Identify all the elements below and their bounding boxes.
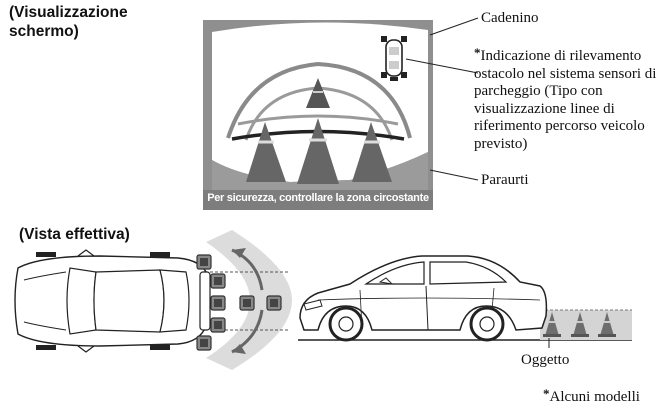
cone-image-left xyxy=(246,122,286,182)
warning-banner-text: Per sicurezza, controllare la zona circo… xyxy=(207,192,429,204)
label-cadenino: Cadenino xyxy=(481,10,539,26)
cone-image-right xyxy=(352,122,392,182)
cone-image-center xyxy=(297,118,339,184)
label-obstacle-indicator: *Indicazione di rilevamento ostacolo nel… xyxy=(474,44,659,153)
heading-display-view: (Visualizzazione schermo) xyxy=(9,4,128,40)
leader-cadenino xyxy=(429,17,479,36)
leader-obstacle-indicator xyxy=(405,58,479,74)
cone-image-far xyxy=(306,78,330,108)
sensor-blocks xyxy=(196,254,282,351)
asterisk-mark: * xyxy=(474,45,481,60)
cone-actual-2 xyxy=(571,312,589,337)
sensor-indicator-icon xyxy=(381,36,407,81)
leader-paraurti xyxy=(429,169,479,181)
footnote-text: Alcuni modelli xyxy=(549,389,640,405)
label-obstacle-indicator-text: Indicazione di rilevamento ostacolo nel … xyxy=(474,48,657,152)
cone-actual-3 xyxy=(598,312,616,337)
car-top-view xyxy=(14,230,292,370)
guide-line-outer xyxy=(226,61,412,139)
footnote-some-models: *Alcuni modelli xyxy=(543,385,640,407)
asterisk-mark-footnote: * xyxy=(543,386,550,401)
label-oggetto: Oggetto xyxy=(521,352,570,368)
camera-screen xyxy=(203,20,433,210)
warning-banner-bg xyxy=(203,190,433,210)
heading-actual-view: (Vista effettiva) xyxy=(19,226,130,243)
cone-actual-1 xyxy=(543,312,561,337)
guide-line-cross xyxy=(237,114,399,126)
label-paraurti: Paraurti xyxy=(481,172,529,188)
